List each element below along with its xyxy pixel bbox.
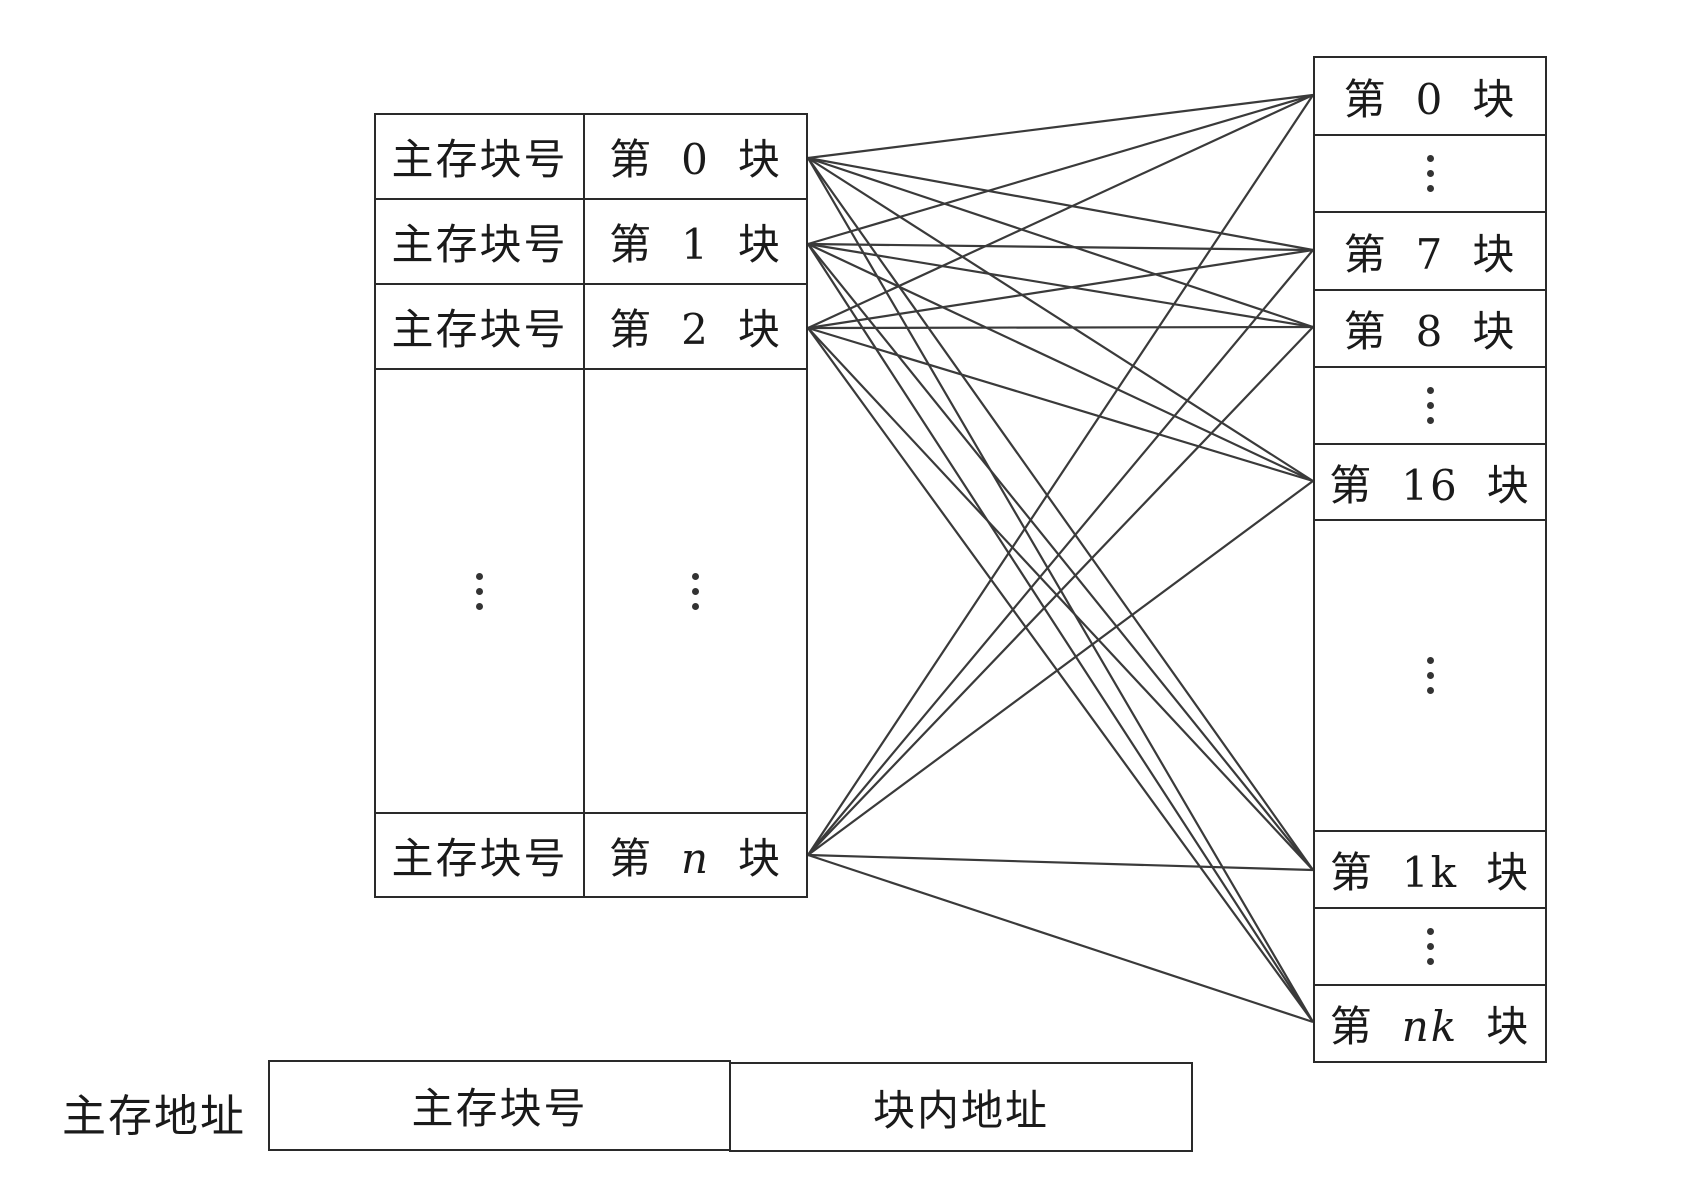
main-block-label: 主存块号 — [391, 833, 568, 883]
block-number: 1k — [1401, 848, 1459, 897]
main-block-label: 主存块号 — [391, 305, 568, 354]
mapping-line-1-to-8 — [807, 242, 1314, 329]
block-number: 0 — [1415, 74, 1445, 124]
block-number: 7 — [1415, 229, 1445, 279]
block-suffix: 块 — [1486, 1002, 1531, 1051]
block-number: 0 — [681, 135, 710, 184]
mapping-line-2-to-8 — [807, 325, 1314, 330]
mapping-line-n-to-8 — [807, 326, 1314, 856]
block-number: nk — [1401, 1002, 1459, 1051]
block-number: n — [680, 833, 711, 883]
block-suffix: 块 — [1472, 74, 1517, 124]
cache-ellipsis-cell — [1313, 134, 1547, 213]
block-prefix: 第 — [1329, 848, 1374, 897]
address-field-label: 块内地址 — [872, 1085, 1049, 1135]
block-prefix: 第 — [1329, 1002, 1374, 1051]
mapping-line-0-to-16 — [807, 157, 1314, 482]
block-suffix: 块 — [737, 135, 782, 184]
vertical-ellipsis-icon — [1426, 387, 1434, 424]
mapping-line-2-to-0 — [807, 94, 1314, 329]
main-block-label: 主存块号 — [391, 135, 568, 184]
mapping-line-1-to-1k — [807, 243, 1314, 871]
mapping-line-2-to-16 — [807, 326, 1314, 483]
block-number: 2 — [681, 305, 710, 354]
mapping-line-n-to-0 — [807, 94, 1314, 856]
cache-ellipsis-cell — [1313, 907, 1547, 986]
mapping-line-n-to-7 — [807, 249, 1314, 856]
main-block-label-cell: 主存块号 — [374, 198, 585, 285]
main-block-label-cell: 主存块号 — [374, 283, 585, 370]
mapping-line-0-to-8 — [807, 156, 1314, 329]
block-suffix: 块 — [1486, 460, 1531, 510]
cache-ellipsis-cell — [1313, 366, 1547, 445]
block-prefix: 第 — [609, 135, 654, 184]
cache-block-16: 第 16 块 — [1313, 443, 1547, 521]
block-prefix: 第 — [609, 305, 654, 354]
block-prefix: 第 — [1343, 229, 1388, 279]
address-field-block-number: 主存块号 — [268, 1060, 731, 1151]
mapping-line-n-to-16 — [807, 480, 1314, 856]
mapping-line-0-to-7 — [807, 156, 1314, 252]
block-prefix: 第 — [1343, 74, 1388, 124]
cache-ellipsis-cell — [1313, 519, 1547, 832]
mapping-line-1-to-16 — [807, 243, 1314, 482]
address-field-label: 主存块号 — [411, 1084, 588, 1133]
main-ellipsis-cell — [374, 368, 585, 814]
mapping-line-2-to-7 — [807, 248, 1314, 330]
vertical-ellipsis-icon — [692, 572, 699, 610]
mapping-line-1-to-7 — [807, 242, 1314, 252]
mapping-line-n-to-nk — [807, 853, 1314, 1024]
block-suffix: 块 — [737, 305, 782, 354]
vertical-ellipsis-icon — [1426, 928, 1434, 965]
mapping-line-2-to-nk — [807, 327, 1314, 1023]
block-prefix: 第 — [609, 220, 654, 269]
block-suffix: 块 — [1472, 229, 1517, 279]
mapping-line-0-to-1k — [807, 157, 1314, 871]
cache-block-1k: 第 1k 块 — [1313, 830, 1547, 909]
mapping-line-n-to-1k — [807, 853, 1314, 872]
vertical-ellipsis-icon — [1426, 657, 1434, 694]
address-field-offset: 块内地址 — [729, 1062, 1193, 1152]
address-label: 主存地址 — [62, 1091, 246, 1142]
block-suffix: 块 — [737, 220, 782, 269]
main-block-label: 主存块号 — [391, 220, 568, 269]
vertical-ellipsis-icon — [476, 572, 483, 610]
block-suffix: 块 — [1486, 848, 1531, 897]
block-suffix: 块 — [1472, 307, 1517, 356]
block-suffix: 块 — [738, 833, 783, 883]
main-ellipsis-cell — [583, 368, 808, 814]
main-block-label-cell: 主存块号 — [374, 812, 585, 898]
cache-block-nk: 第 nk 块 — [1313, 984, 1547, 1063]
block-number: 16 — [1401, 460, 1459, 510]
mapping-line-1-to-nk — [807, 243, 1314, 1023]
block-number: 8 — [1415, 307, 1445, 356]
mapping-line-2-to-1k — [807, 327, 1314, 871]
main-block-label-cell: 主存块号 — [374, 113, 585, 200]
block-prefix: 第 — [1343, 307, 1388, 356]
vertical-ellipsis-icon — [1426, 155, 1434, 192]
mapping-line-0-to-0 — [807, 93, 1314, 160]
block-prefix: 第 — [608, 833, 653, 883]
block-prefix: 第 — [1329, 460, 1374, 510]
block-number: 1 — [681, 220, 710, 269]
mapping-line-1-to-0 — [807, 93, 1314, 246]
